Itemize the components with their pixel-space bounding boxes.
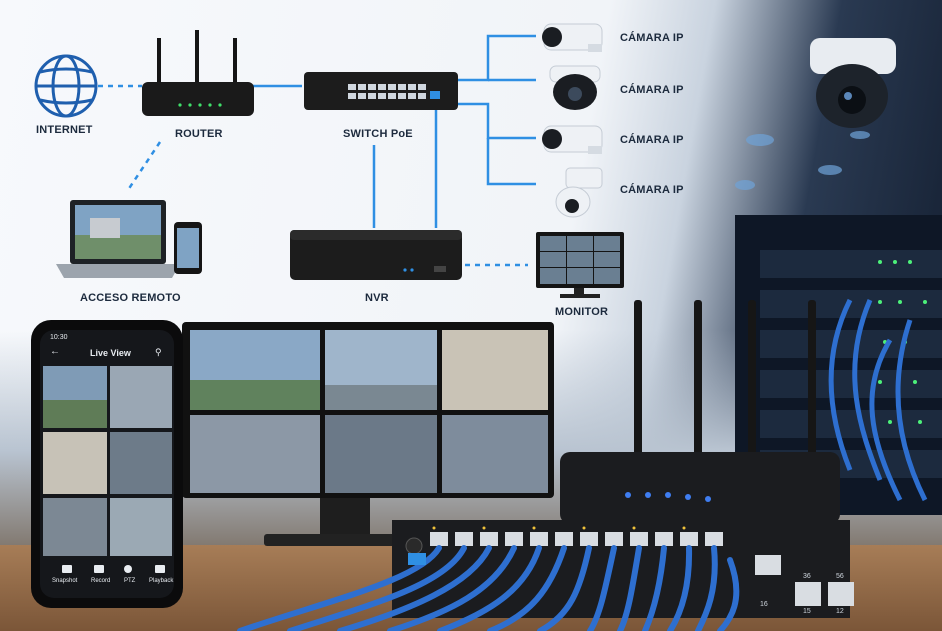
port-number: 36 [803,573,811,580]
phone-icon [174,222,202,274]
remote-access-label: ACCESO REMOTO [80,292,181,304]
camera-feed-grid [190,330,548,493]
camera-label-4: CÁMARA IP [620,184,684,196]
port-number: 15 [803,608,811,615]
smartphone [31,320,183,608]
camera-icon [542,23,603,52]
dome-camera-icon [810,38,896,128]
camera-label-2: CÁMARA IP [620,84,684,96]
nvr-icon [290,230,462,280]
camera-icon [549,65,601,110]
nvr-label: NVR [365,292,389,304]
camera-label-1: CÁMARA IP [620,32,684,44]
port-number: 12 [836,608,844,615]
record-button[interactable]: Record [91,578,111,584]
phone-time: 10:30 [50,334,68,341]
back-arrow-icon[interactable]: ← [50,346,60,357]
dashed-links [98,84,528,267]
large-monitor [182,322,554,546]
camera-label-3: CÁMARA IP [620,134,684,146]
port-number: 56 [836,573,844,580]
monitor-icon [536,232,624,298]
wifi-router [560,300,840,524]
camera-icon [542,125,603,154]
phone-feed-grid [43,366,172,556]
phone-action-icons [62,565,165,573]
router-icon [142,30,254,116]
poe-switch-front [237,520,854,631]
router-label: ROUTER [175,128,223,140]
camera-icon [555,167,603,218]
ceiling-lights [735,131,870,190]
solid-links [250,34,536,228]
globe-icon [34,54,98,118]
ptz-button[interactable]: PTZ [124,578,136,584]
laptop-icon [56,200,180,278]
phone-title: Live View [90,348,131,358]
port-number: 16 [760,601,768,608]
switch-label: SWITCH PoE [343,128,413,140]
monitor-label: MONITOR [555,306,609,318]
search-icon[interactable]: ⚲ [155,347,162,357]
internet-label: INTERNET [36,124,93,136]
snapshot-button[interactable]: Snapshot [52,578,78,584]
switch-icon [304,72,458,110]
playback-button[interactable]: Playback [149,578,174,584]
